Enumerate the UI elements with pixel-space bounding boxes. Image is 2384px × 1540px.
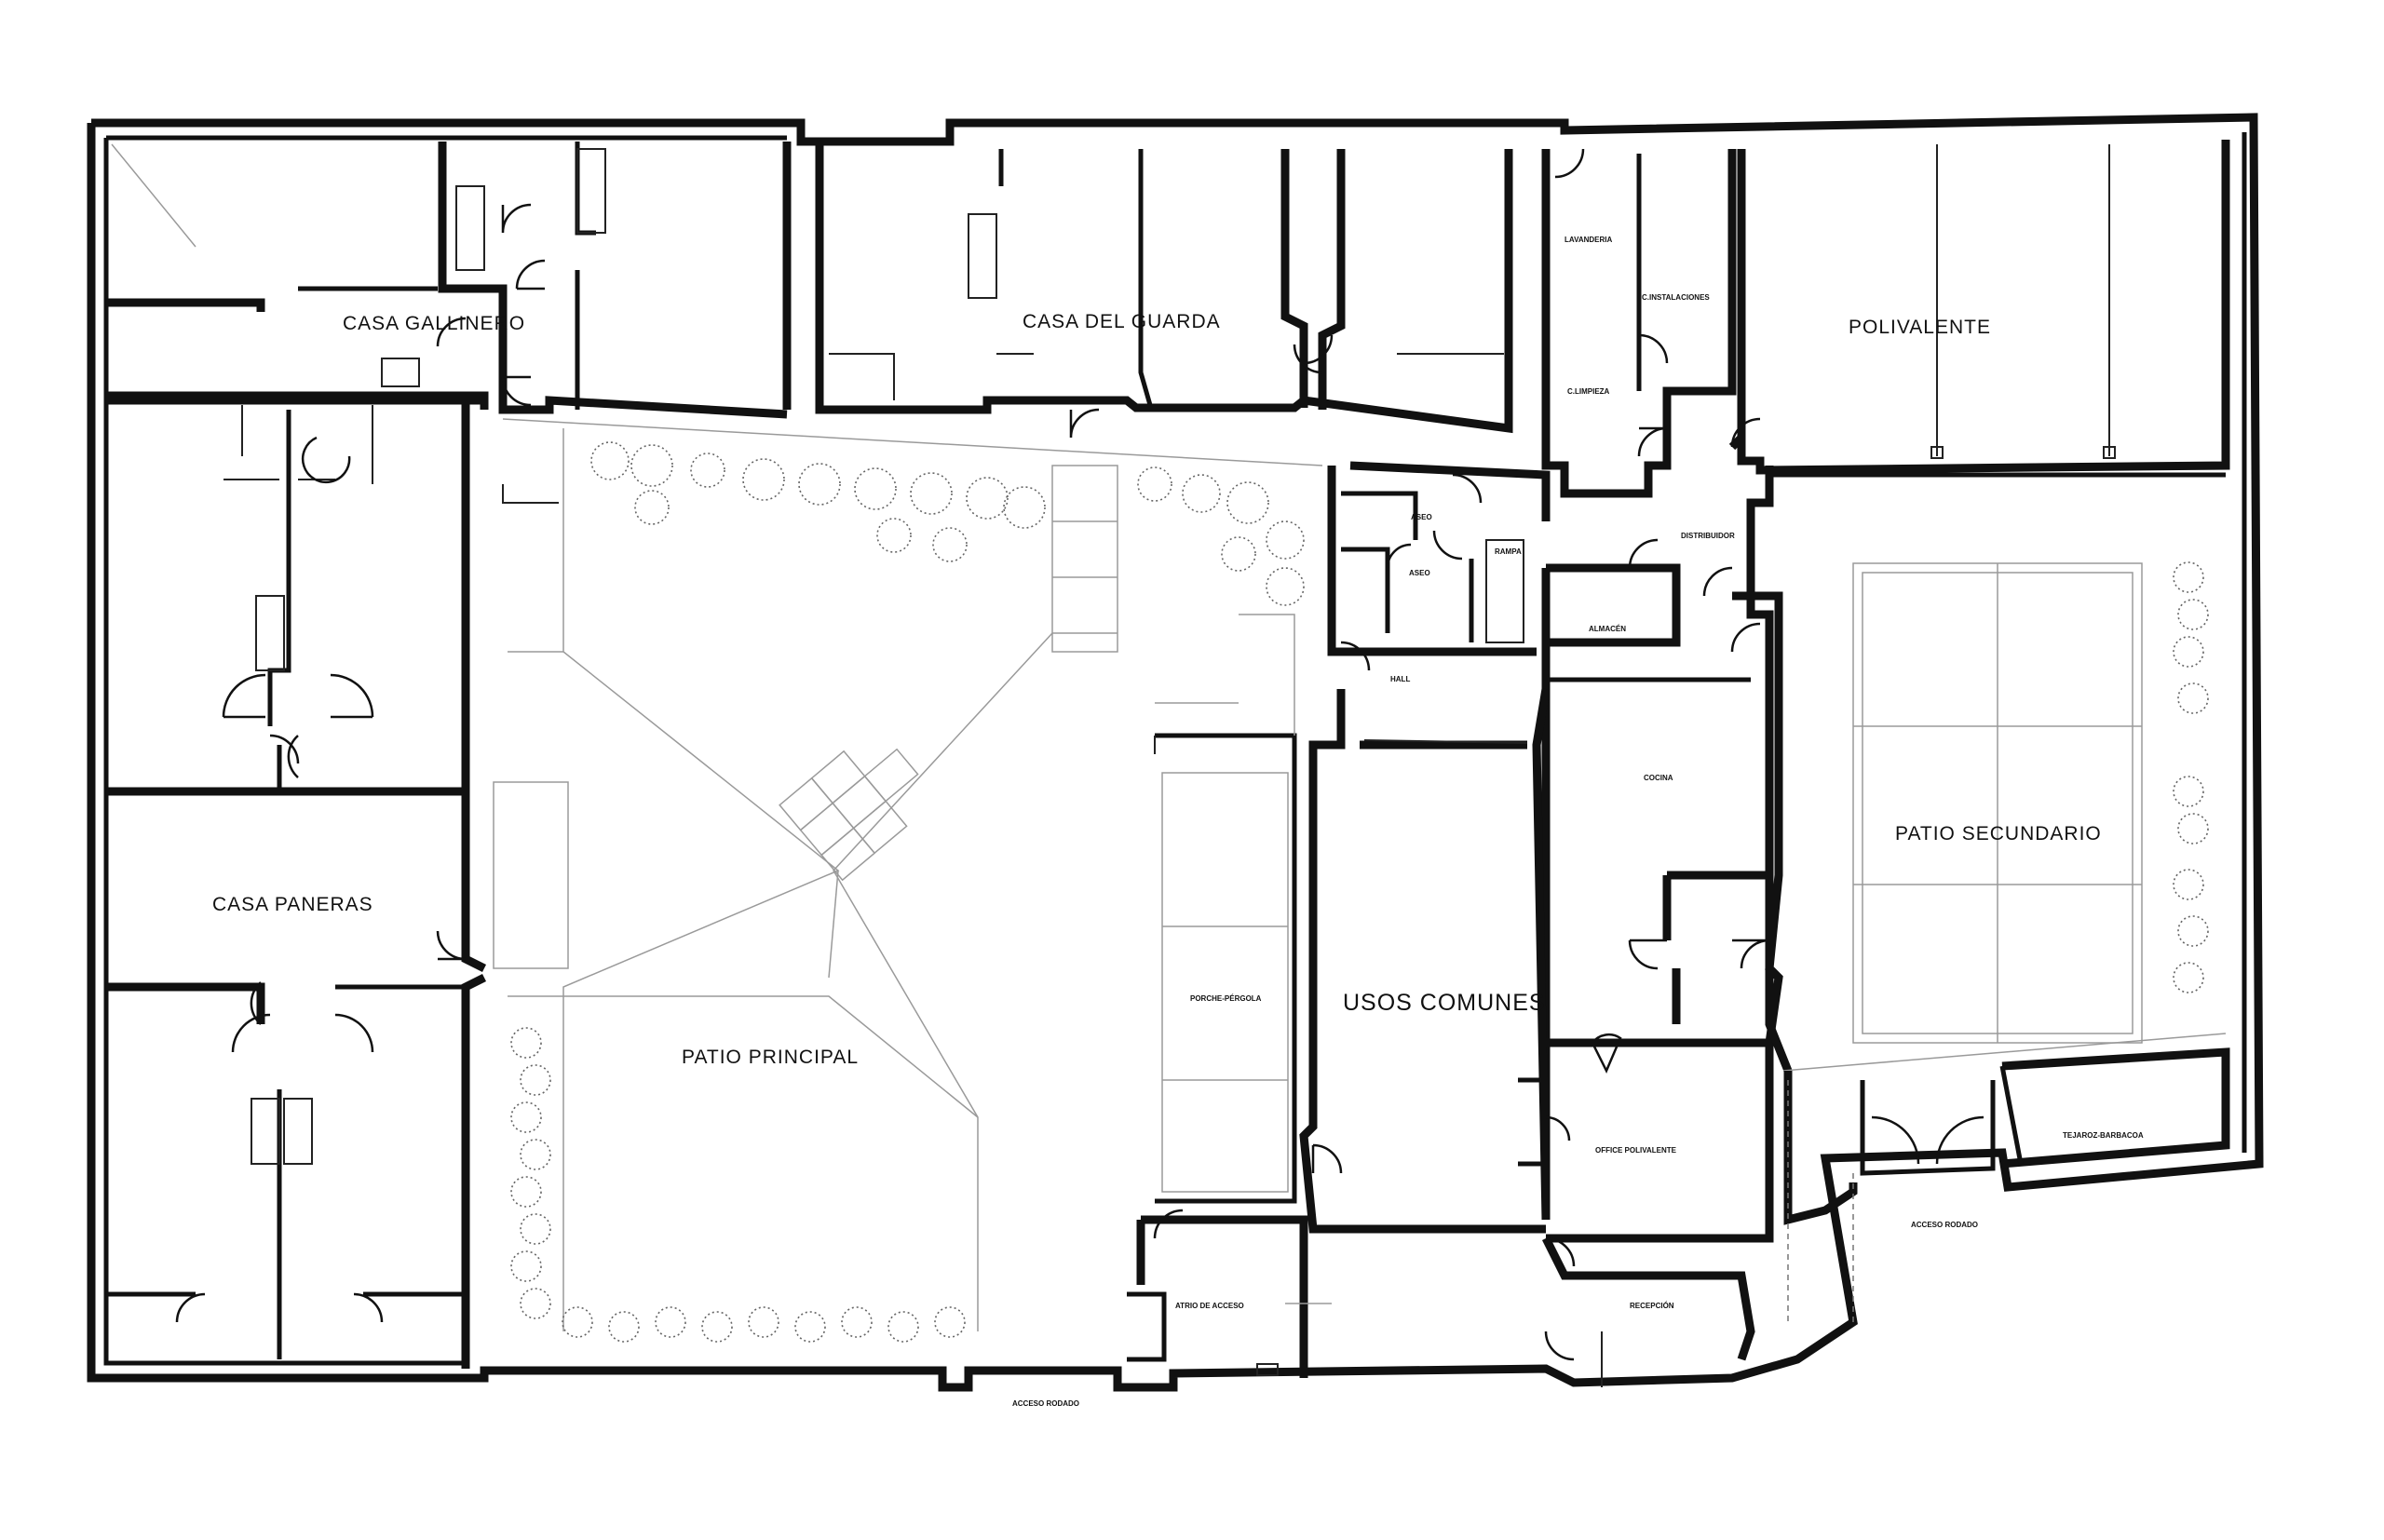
casa-gallinero-walls [106,142,792,419]
kitchen-walls [1541,538,1783,1220]
label-cocina: COCINA [1644,774,1673,782]
outer-walls [87,113,2264,1392]
label-almacen: ALMACÉN [1589,625,1626,633]
office-reception-walls [1518,1038,1774,1387]
polivalente-walls [1737,140,2230,475]
service-block-walls [1541,148,1761,498]
label-polivalente: POLIVALENTE [1849,317,1991,338]
label-aseo-2: ASEO [1409,569,1430,577]
label-tejaroz-barbacoa: TEJAROZ-BARBACOA [2063,1131,2144,1140]
label-usos-comunes: USOS COMUNES [1343,990,1546,1016]
aseo-rampa-hall-walls [1327,461,1551,671]
label-hall: HALL [1390,675,1410,683]
patio-principal [493,418,1323,1343]
label-casa-del-guarda: CASA DEL GUARDA [1023,311,1221,332]
label-lavanderia: LAVANDERIA [1564,236,1612,244]
label-rampa: RAMPA [1495,547,1522,556]
label-porche-pergola: PORCHE-PÉRGOLA [1190,994,1262,1003]
patio-secundario [1746,466,2227,1073]
tejaroz-acceso-east [1783,1047,2230,1322]
casa-paneras-walls [106,396,487,1369]
label-c-limpieza: C.LIMPIEZA [1567,387,1610,396]
label-atrio-de-acceso: ATRIO DE ACCESO [1175,1302,1244,1310]
casa-del-guarda-walls [815,142,1513,439]
label-recepcion: RECEPCIÓN [1630,1302,1674,1310]
label-casa-paneras: CASA PANERAS [212,894,373,915]
room-labels: CASA GALLINERO CASA DEL GUARDA POLIVALEN… [212,236,2144,1408]
porche-pergola [1154,614,1297,1204]
label-aseo-1: ASEO [1411,513,1432,521]
label-patio-secundario: PATIO SECUNDARIO [1895,823,2102,844]
atrio-walls [1127,1209,1332,1378]
label-acceso-rodado-east: ACCESO RODADO [1911,1221,1978,1229]
label-patio-principal: PATIO PRINCIPAL [682,1047,859,1068]
label-casa-gallinero: CASA GALLINERO [343,313,525,334]
label-office-polivalente: OFFICE POLIVALENTE [1595,1146,1677,1155]
label-acceso-rodado-south: ACCESO RODADO [1012,1399,1079,1408]
label-distribuidor: DISTRIBUIDOR [1681,532,1735,540]
usos-comunes-walls [1299,688,1551,1234]
label-c-instalaciones: C.INSTALACIONES [1642,293,1710,302]
